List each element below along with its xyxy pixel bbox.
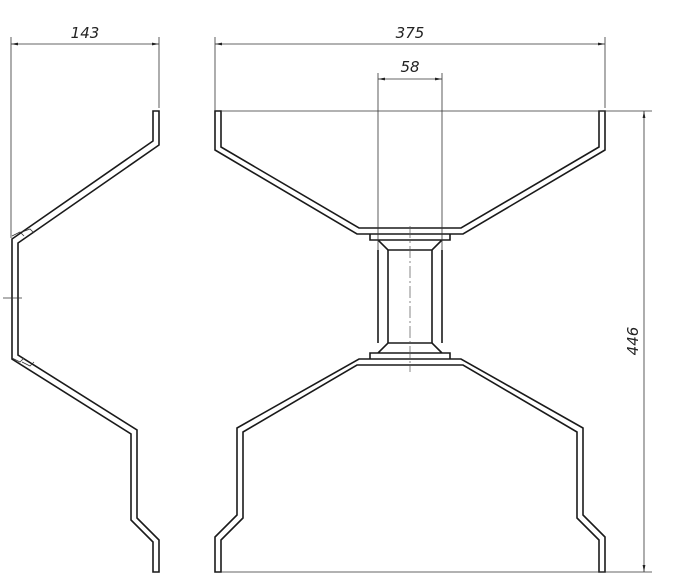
side-view: [3, 110, 160, 573]
side-width-label: 143: [71, 24, 100, 42]
side-view-bolt-bottom: [11, 357, 35, 367]
dimension-height: 446: [221, 110, 652, 573]
dimension-side-width: 143: [10, 24, 160, 238]
hub-width-label: 58: [400, 58, 419, 76]
dimension-hub-width: 58: [377, 58, 443, 250]
front-view: [214, 110, 606, 573]
side-view-bolt-top: [11, 228, 35, 237]
front-view-lower-arms: [214, 358, 606, 573]
front-width-label: 375: [396, 24, 425, 42]
front-view-hub-body: [377, 250, 443, 343]
height-label: 446: [624, 327, 642, 356]
dimension-front-width: 375: [214, 24, 606, 108]
front-view-upper-arms: [214, 110, 606, 235]
side-view-outer-profile: [11, 110, 160, 573]
